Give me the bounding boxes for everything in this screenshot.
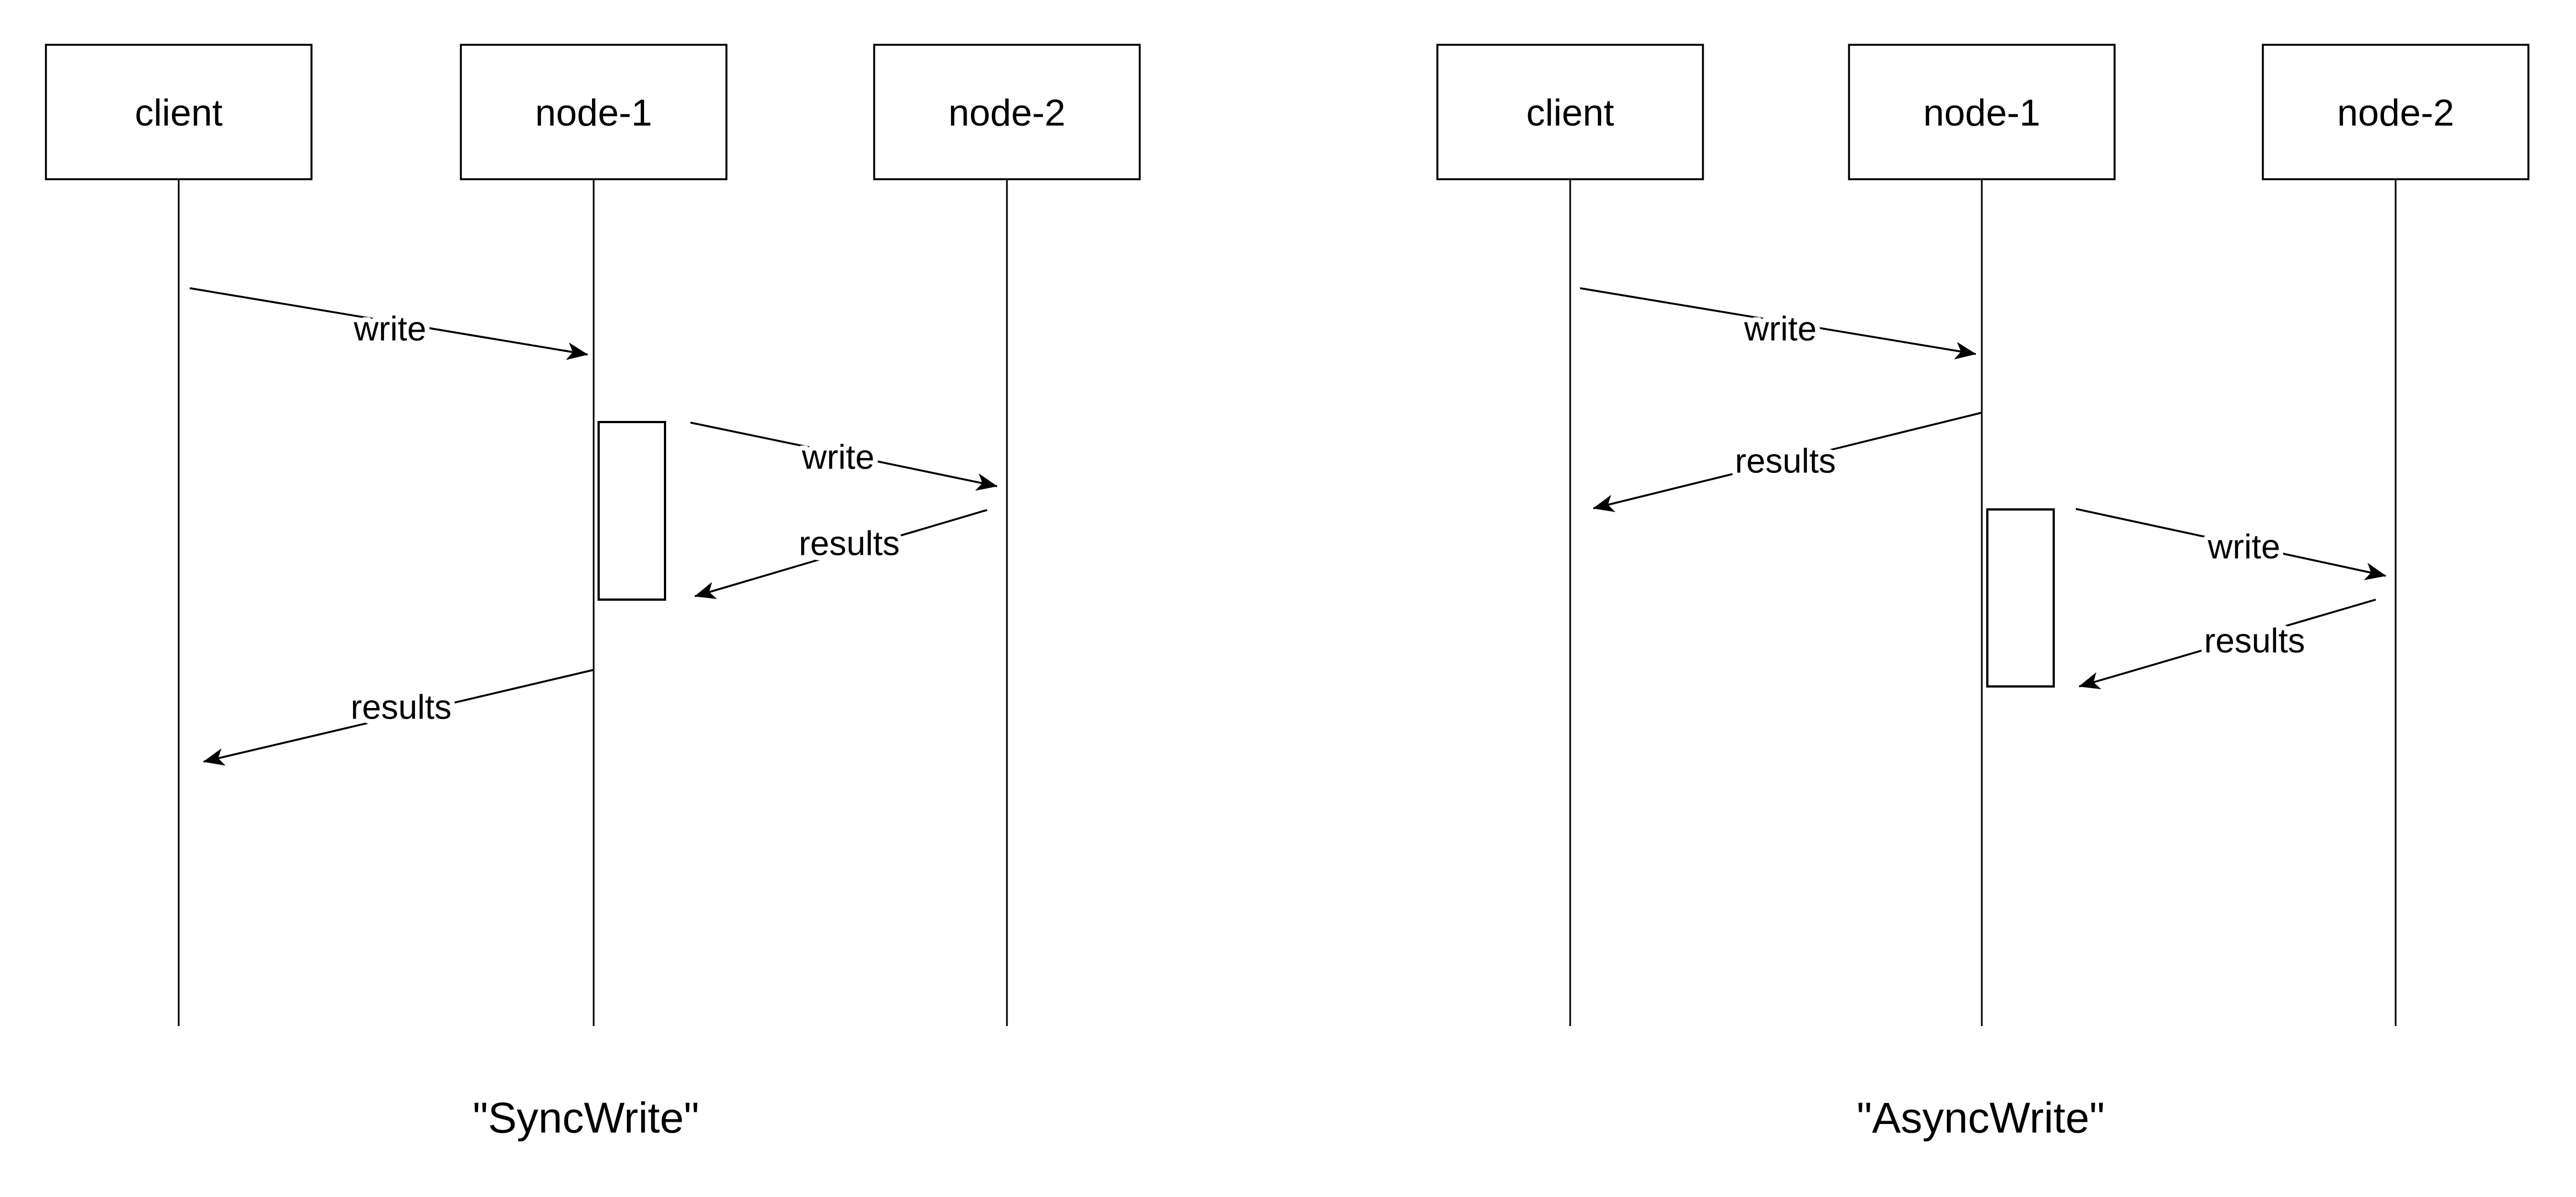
diagram-caption-asyncwrite: "AsyncWrite" <box>1857 1093 2105 1142</box>
activation-node-1 <box>1986 508 2055 688</box>
message-arrow <box>2075 508 2386 580</box>
message-arrow <box>189 287 588 360</box>
actor-client: client <box>1436 44 1704 180</box>
message-arrow <box>1593 412 1982 512</box>
message-results-node1-client: results <box>1593 412 1982 512</box>
diagram-caption-syncwrite: "SyncWrite" <box>472 1093 699 1142</box>
actor-label-node-1: node-1 <box>535 92 652 134</box>
actor-box-node-2 <box>873 44 1141 180</box>
message-label: write <box>2208 528 2281 566</box>
asyncwrite-diagram: client node-1 node-2 write results <box>1436 44 2530 1142</box>
message-label: write <box>354 310 427 348</box>
message-label: results <box>1735 443 1836 481</box>
message-label: results <box>2204 622 2305 660</box>
actor-node-2: node-2 <box>2262 44 2530 180</box>
actor-node-2: node-2 <box>873 44 1141 180</box>
activation-node-1 <box>598 421 666 601</box>
message-results-node2-node1: results <box>2079 598 2376 689</box>
message-label: results <box>351 689 452 727</box>
actor-box-client <box>45 44 313 180</box>
actor-box-node-2 <box>2262 44 2530 180</box>
message-arrow <box>690 421 998 491</box>
actor-node-1: node-1 <box>460 44 728 180</box>
actor-node-1: node-1 <box>1848 44 2116 180</box>
message-write-node1-node2: write <box>690 421 998 491</box>
message-write-node1-node2: write <box>2075 508 2386 580</box>
message-arrow <box>1580 287 1976 360</box>
message-results-node1-client: results <box>203 669 594 766</box>
message-write-client-node1: write <box>189 287 588 360</box>
actor-label-client: client <box>1526 92 1614 134</box>
actor-box-node-1 <box>1848 44 2116 180</box>
actor-box-node-1 <box>460 44 728 180</box>
actor-label-node-2: node-2 <box>948 92 1066 134</box>
message-arrow <box>2079 598 2376 689</box>
message-results-node2-node1: results <box>694 509 988 599</box>
message-write-client-node1: write <box>1580 287 1976 360</box>
message-label: results <box>799 525 900 563</box>
actor-label-client: client <box>135 92 223 134</box>
actor-client: client <box>45 44 313 180</box>
message-arrow <box>203 669 594 766</box>
actor-box-client <box>1436 44 1704 180</box>
actor-label-node-1: node-1 <box>1923 92 2040 134</box>
syncwrite-diagram: client node-1 node-2 write write <box>45 44 1141 1142</box>
message-label: write <box>802 439 875 477</box>
message-arrow <box>694 509 988 599</box>
actor-label-node-2: node-2 <box>2337 92 2454 134</box>
message-label: write <box>1744 310 1817 348</box>
